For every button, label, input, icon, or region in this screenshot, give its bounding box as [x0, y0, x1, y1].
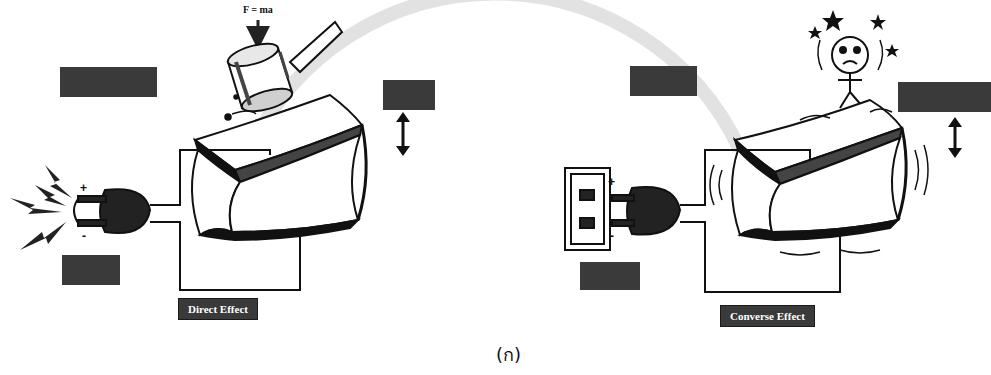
piezo-element: [192, 95, 366, 240]
piezo-element: [732, 100, 906, 240]
blank-label-box: [62, 255, 120, 285]
blank-label-box: [60, 67, 157, 97]
effect-title: Converse Effect: [730, 310, 805, 322]
svg-text:+: +: [80, 181, 87, 195]
figure-label: (ก): [496, 340, 521, 369]
wires: [150, 150, 300, 290]
effect-title-box: Converse Effect: [720, 305, 815, 327]
vibration-arrow: [396, 112, 410, 156]
svg-text:+: +: [608, 175, 615, 189]
vibration-lines: [710, 109, 928, 255]
blank-label-box: [383, 80, 435, 110]
plug: + -: [74, 181, 150, 243]
force-formula: F = ma: [243, 4, 273, 15]
blank-label-box: [898, 82, 991, 112]
wires: [680, 150, 840, 292]
plug: [612, 187, 680, 235]
vibration-arrow: [948, 117, 962, 158]
force-arrow: [257, 20, 260, 38]
svg-text:-: -: [610, 229, 614, 243]
svg-text:-: -: [82, 229, 86, 243]
blank-label-box: [630, 66, 697, 96]
effect-title-box: Direct Effect: [178, 298, 258, 320]
wall-outlet: + -: [565, 168, 615, 250]
blank-label-box: [580, 262, 640, 290]
effect-title: Direct Effect: [188, 303, 248, 315]
lightning-bolts: [10, 165, 72, 250]
stars: [808, 10, 899, 57]
